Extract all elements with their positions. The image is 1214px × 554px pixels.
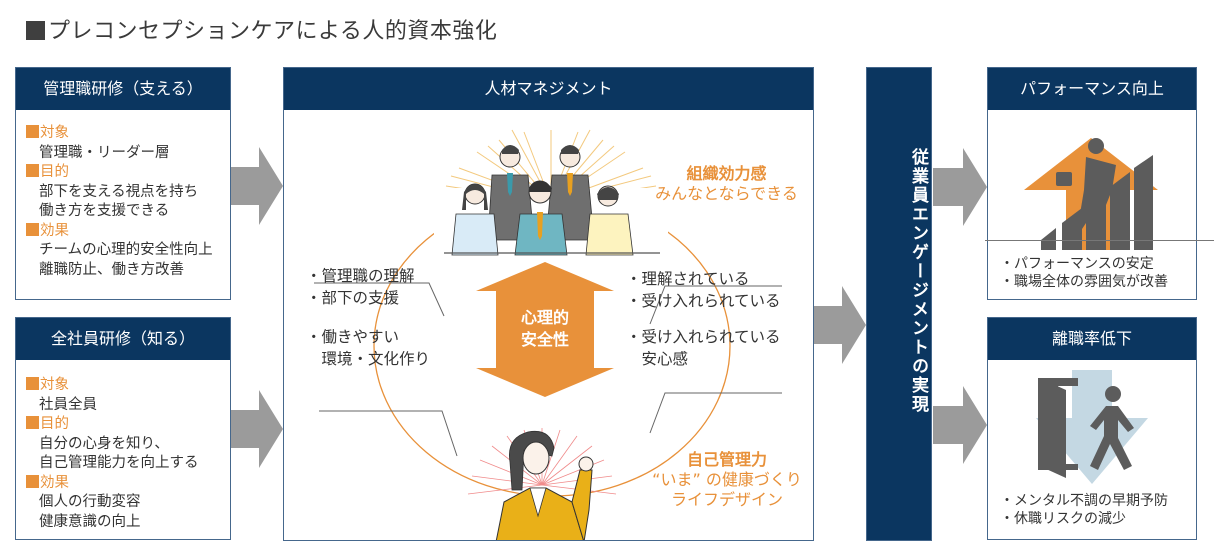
orange-square-icon xyxy=(26,377,39,390)
page-title-text: プレコンセプションケアによる人的資本強化 xyxy=(48,19,498,44)
section-line: 働き方を支援できる xyxy=(39,203,170,219)
turnover-header: 離職率低下 xyxy=(988,318,1196,360)
section-line: 自己管理能力を向上する xyxy=(39,455,199,471)
turnover-box: 離職率低下 ・メンタル不調の早期予防 ・休職リスクの減少 xyxy=(987,317,1197,540)
business-team-icon xyxy=(434,145,668,256)
left-points-top: ・管理職の理解 ・部下の支援 xyxy=(306,265,415,309)
section-label-effect: 効果 xyxy=(26,474,230,494)
divider-line xyxy=(985,240,1214,241)
talent-management-body: 心理的 安全性 組織効力感 みんなとならできる 自己管理力 “いま” の健康づく… xyxy=(284,110,813,540)
right-points-bottom: ・受け入れられている 安心感 xyxy=(626,326,781,370)
point-item: ・理解されている xyxy=(626,270,750,288)
section-line: 自分の心身を知り、 xyxy=(39,435,169,452)
section-label-target: 対象 xyxy=(26,376,230,396)
flow-arrow-icon xyxy=(231,390,283,468)
section-line: 社員全員 xyxy=(39,396,97,413)
manager-training-header: 管理職研修（支える） xyxy=(16,68,230,110)
all-staff-training-body: 対象 社員全員 目的 自分の心身を知り、 自己管理能力を向上する 効果 個人の行… xyxy=(16,360,230,532)
section-label-purpose: 目的 xyxy=(26,415,230,435)
core-label: 心理的 安全性 xyxy=(504,307,586,351)
self-management-title: 自己管理力 xyxy=(686,450,767,469)
turnover-bullet: ・休職リスクの減少 xyxy=(1000,511,1126,527)
turnover-bullet: ・メンタル不調の早期予防 xyxy=(1000,493,1168,509)
performance-box: パフォーマンス向上 ・パフォーマンスの安定 ・職場全体の雰囲気が改善 xyxy=(987,67,1197,300)
orange-square-icon xyxy=(26,222,39,236)
core-label-line1: 心理的 xyxy=(520,308,569,327)
self-management-label: 自己管理力 “いま” の健康づくり ライフデザイン xyxy=(642,450,812,510)
point-item: ・管理職の理解 xyxy=(306,267,415,285)
manager-training-box: 管理職研修（支える） 対象 管理職・リーダー層 目的 部下を支える視点を持ち 働… xyxy=(15,67,231,300)
section-label-effect: 効果 xyxy=(26,222,230,242)
engagement-label: 従業員エンゲージメントの実現 xyxy=(908,148,928,414)
point-item: ・部下の支援 xyxy=(306,289,400,307)
section-line: 個人の行動変容 xyxy=(39,494,141,510)
flow-arrow-icon xyxy=(814,286,866,364)
section-line: チームの心理的安全性向上 xyxy=(39,242,213,258)
section-label-target: 対象 xyxy=(26,124,230,144)
point-item: ・受け入れられている xyxy=(626,328,781,346)
self-management-line1: “いま” の健康づくり xyxy=(652,470,802,489)
performance-bullet: ・職場全体の雰囲気が改善 xyxy=(1000,274,1168,290)
turnover-down-icon xyxy=(1036,370,1148,484)
orange-square-icon xyxy=(26,125,39,138)
point-item: ・働きやすい xyxy=(306,328,400,346)
team-efficacy-subtitle: みんなとならできる xyxy=(655,184,798,203)
confident-woman-icon xyxy=(495,430,594,540)
talent-management-box: 人材マネジメント xyxy=(283,67,814,541)
left-points-bottom: ・働きやすい 環境・文化作り xyxy=(306,326,430,370)
core-label-line2: 安全性 xyxy=(520,330,569,349)
point-item: 安心感 xyxy=(626,350,689,368)
performance-header: パフォーマンス向上 xyxy=(988,68,1196,110)
section-line: 管理職・リーダー層 xyxy=(39,144,170,161)
self-management-line2: ライフデザイン xyxy=(670,490,783,509)
all-staff-training-header: 全社員研修（知る） xyxy=(16,318,230,360)
performance-up-icon xyxy=(1024,138,1158,250)
team-efficacy-title: 組織効力感 xyxy=(686,164,767,183)
manager-training-body: 対象 管理職・リーダー層 目的 部下を支える視点を持ち 働き方を支援できる 効果… xyxy=(16,110,230,280)
cycle-diagram xyxy=(314,129,782,540)
point-item: ・受け入れられている xyxy=(626,292,781,310)
section-line: 健康意識の向上 xyxy=(39,513,141,530)
flow-arrow-icon xyxy=(231,147,283,225)
section-label-purpose: 目的 xyxy=(26,163,230,183)
flow-arrow-icon xyxy=(933,148,987,226)
talent-management-header: 人材マネジメント xyxy=(284,68,813,110)
flow-arrow-icon xyxy=(933,386,987,464)
orange-square-icon xyxy=(26,416,39,429)
connector-lines xyxy=(314,282,782,457)
team-efficacy-label: 組織効力感 みんなとならできる xyxy=(644,164,809,204)
section-line: 部下を支える視点を持ち xyxy=(39,183,199,200)
performance-bullet: ・パフォーマンスの安定 xyxy=(1000,256,1154,272)
right-points-top: ・理解されている ・受け入れられている xyxy=(626,268,781,312)
square-bullet-icon xyxy=(26,21,45,40)
orange-square-icon xyxy=(26,164,39,177)
engagement-bar: 従業員エンゲージメントの実現 xyxy=(866,67,932,541)
section-line: 離職防止、働き方改善 xyxy=(39,261,184,278)
double-arrow-icon xyxy=(476,262,614,397)
point-item: 環境・文化作り xyxy=(306,350,431,368)
orange-square-icon xyxy=(26,474,39,488)
page-title: プレコンセプションケアによる人的資本強化 xyxy=(26,13,497,45)
all-staff-training-box: 全社員研修（知る） 対象 社員全員 目的 自分の心身を知り、 自己管理能力を向上… xyxy=(15,317,231,540)
